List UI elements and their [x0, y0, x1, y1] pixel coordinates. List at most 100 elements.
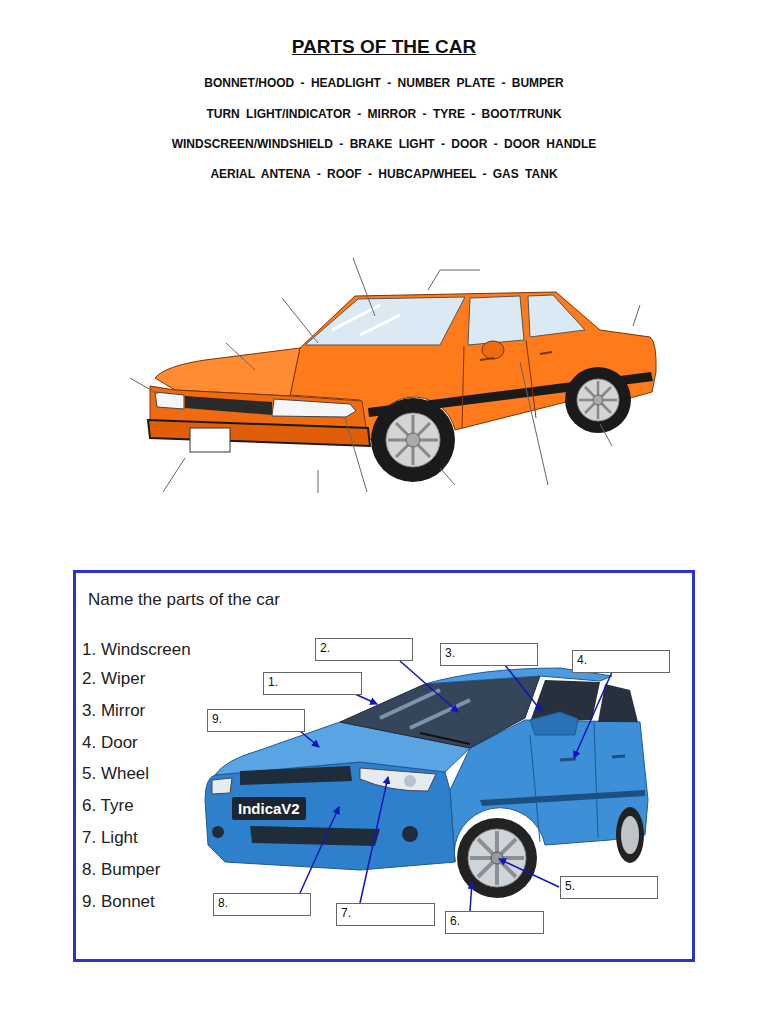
- orange-car-part: [468, 296, 524, 345]
- blue-car-part: [560, 756, 625, 760]
- list-item: 7. Light: [82, 828, 138, 848]
- blue-car-part: [380, 690, 470, 728]
- blue-car-part: [621, 816, 639, 854]
- word-bank-line: WINDSCREEN/WINDSHIELD - BRAKE LIGHT - DO…: [0, 137, 768, 151]
- leader-lines-part: [520, 362, 548, 485]
- leader-lines-part: [428, 270, 480, 290]
- blue-car-part: [491, 852, 503, 864]
- leader-lines: [130, 258, 640, 493]
- leader-lines-part: [345, 418, 367, 492]
- list-item: 5. Wheel: [82, 764, 149, 784]
- orange-car-part: [155, 348, 300, 396]
- callout-arrows-part: [300, 807, 339, 893]
- list-item: 2. Wiper: [82, 669, 145, 689]
- model-badge: IndicaV2: [232, 797, 306, 820]
- orange-car: [148, 292, 656, 482]
- callout-box: 2.: [315, 638, 413, 661]
- callout-arrows-part: [355, 694, 377, 704]
- callout-number: 6.: [446, 912, 543, 931]
- orange-car-part: [190, 428, 230, 452]
- callout-number: 9.: [208, 710, 304, 729]
- leader-lines-part: [318, 470, 319, 493]
- leader-lines-part: [163, 458, 185, 492]
- blue-car-part: [340, 676, 540, 748]
- orange-car-part: [388, 415, 438, 465]
- word-bank-line: TURN LIGHT/INDICATOR - MIRROR - TYRE - B…: [0, 107, 768, 121]
- orange-car-part: [480, 352, 552, 360]
- blue-car-part: [402, 826, 418, 842]
- orange-car-part: [406, 433, 420, 447]
- blue-car-part: [480, 790, 645, 806]
- blue-car-part: [470, 831, 524, 885]
- word-bank-line: AERIAL ANTENA - ROOF - HUBCAP/WHEEL - GA…: [0, 167, 768, 181]
- blue-car: [205, 668, 648, 898]
- callout-number: 1.: [264, 673, 361, 692]
- blue-car-part: [205, 762, 455, 870]
- callout-arrows-part: [400, 661, 458, 712]
- blue-car-part: [420, 733, 470, 744]
- orange-car-part: [185, 396, 272, 415]
- orange-car-part: [579, 381, 617, 419]
- orange-car-part: [386, 413, 440, 467]
- orange-car-part: [155, 392, 184, 409]
- callout-arrows: [300, 661, 612, 911]
- orange-car-part: [593, 395, 603, 405]
- callout-box: 3.: [440, 643, 538, 666]
- callout-arrows-part: [505, 665, 542, 712]
- callout-box: 9.: [207, 709, 305, 732]
- orange-car-part: [272, 399, 356, 417]
- callout-number: 8.: [214, 894, 310, 913]
- orange-car-part: [482, 341, 504, 359]
- callout-box: 1.: [263, 672, 362, 695]
- list-item: 6. Tyre: [82, 796, 134, 816]
- callout-arrows-part: [360, 777, 388, 903]
- blue-car-part: [404, 775, 416, 787]
- orange-car-part: [371, 398, 455, 482]
- callout-box: 7.: [336, 903, 435, 926]
- callout-number: 7.: [337, 904, 434, 923]
- blue-car-part: [468, 829, 526, 887]
- leader-lines-part: [633, 305, 640, 326]
- leader-lines-part: [440, 468, 455, 485]
- list-item: 1. Windscreen: [82, 640, 191, 660]
- panel-heading: Name the parts of the car: [88, 590, 280, 610]
- callout-number: 2.: [316, 639, 412, 658]
- blue-car-part: [250, 826, 380, 846]
- blue-car-part: [212, 778, 232, 794]
- orange-car-part: [332, 305, 400, 335]
- leader-lines-part: [600, 424, 612, 446]
- list-item: 3. Mirror: [82, 701, 145, 721]
- blue-car-part: [530, 712, 578, 735]
- blue-car-part: [360, 768, 436, 791]
- leader-lines-part: [282, 298, 318, 343]
- orange-car-part: [577, 379, 619, 421]
- callout-number: 5.: [561, 877, 657, 896]
- callout-box: 5.: [560, 876, 658, 899]
- list-item: 4. Door: [82, 733, 138, 753]
- page-title: PARTS OF THE CAR: [0, 36, 768, 58]
- callout-arrows-part: [300, 731, 319, 747]
- callout-box: 6.: [445, 911, 544, 934]
- blue-car-part: [616, 807, 644, 863]
- callout-arrows-part: [499, 859, 559, 887]
- blue-car-part: [530, 722, 598, 842]
- orange-car-part: [528, 295, 585, 337]
- blue-car-part: [240, 766, 352, 785]
- callout-arrows-part: [470, 882, 472, 911]
- callout-number: 3.: [441, 644, 537, 663]
- callout-box: 8.: [213, 893, 311, 916]
- callout-arrows-part: [574, 672, 612, 758]
- orange-car-part: [148, 420, 370, 446]
- callout-box: 4.: [572, 650, 670, 673]
- leader-lines-part: [130, 378, 158, 394]
- leader-lines-part: [226, 343, 255, 370]
- word-bank-line: BONNET/HOOD - HEADLIGHT - NUMBER PLATE -…: [0, 76, 768, 90]
- orange-car-part: [305, 297, 465, 345]
- blue-car-part: [457, 818, 537, 898]
- orange-car-part: [565, 367, 631, 433]
- list-item: 9. Bonnet: [82, 892, 155, 912]
- callout-number: 4.: [573, 651, 669, 670]
- blue-car-part: [212, 826, 224, 838]
- list-item: 8. Bumper: [82, 860, 160, 880]
- worksheet-panel: Name the parts of the car 2. 3. 4. 1. 9. 5. 8. 7…: [73, 570, 695, 962]
